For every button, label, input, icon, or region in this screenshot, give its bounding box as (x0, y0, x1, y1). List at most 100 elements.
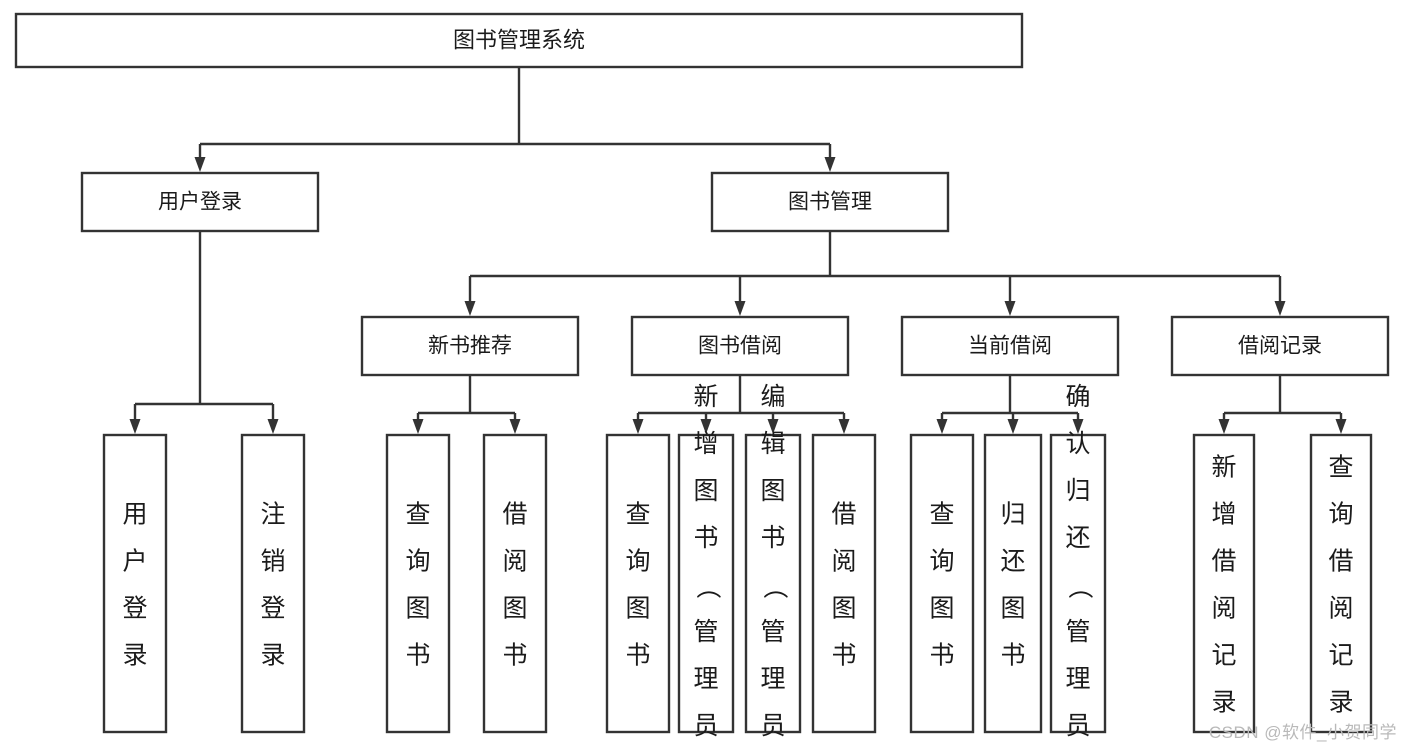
svg-text:书: 书 (625, 642, 650, 670)
leaf-user-login-box[interactable] (102, 433, 168, 734)
new-book-recommend-box[interactable] (360, 315, 580, 377)
svg-text:新: 新 (1211, 454, 1236, 482)
svg-text:确: 确 (1065, 383, 1090, 411)
leaf-query-book-2-box[interactable] (605, 433, 671, 734)
svg-text:员: 员 (760, 712, 785, 740)
node-book-borrow[interactable]: 图书借阅 (630, 315, 850, 377)
svg-text:登: 登 (122, 595, 147, 623)
leaf-confirm-return-box[interactable] (1049, 433, 1107, 734)
leaf-borrow-book-2-box[interactable] (811, 433, 877, 734)
node-current-borrow[interactable]: 当前借阅 (900, 315, 1120, 377)
leaf-edit-book-admin-box[interactable] (744, 433, 802, 734)
svg-text:归: 归 (1065, 477, 1090, 505)
svg-text:书: 书 (502, 642, 527, 670)
svg-text:图: 图 (929, 595, 954, 623)
node-book-manage[interactable]: 图书管理 (710, 171, 950, 233)
leaf-logout-login-box[interactable] (240, 433, 306, 734)
svg-text:借: 借 (1211, 548, 1236, 576)
svg-text:录: 录 (122, 642, 147, 670)
node-leaf-user-login[interactable]: 用户登录 (102, 433, 168, 734)
node-borrow-record[interactable]: 借阅记录 (1170, 315, 1390, 377)
leaf-query-book-3-box[interactable] (909, 433, 975, 734)
borrow-record-box[interactable] (1170, 315, 1390, 377)
svg-text:注: 注 (260, 501, 285, 529)
svg-text:询: 询 (405, 548, 430, 576)
svg-text:登: 登 (260, 595, 285, 623)
svg-text:查: 查 (625, 501, 650, 529)
svg-text:录: 录 (1211, 689, 1236, 717)
svg-text:理: 理 (1065, 665, 1090, 693)
user-login-label: 用户登录 (158, 191, 242, 214)
root-box[interactable] (14, 12, 1024, 69)
svg-text:管: 管 (760, 618, 785, 646)
book-borrow-box[interactable] (630, 315, 850, 377)
svg-text:阅: 阅 (502, 548, 527, 576)
svg-text:阅: 阅 (1211, 595, 1236, 623)
svg-text:图: 图 (693, 477, 718, 505)
level3-nodes: 新书推荐图书借阅 当前借阅 借阅记录 (360, 315, 1390, 377)
svg-text:阅: 阅 (831, 548, 856, 576)
svg-text:书: 书 (929, 642, 954, 670)
leaf-add-borrow-record-box[interactable] (1192, 433, 1256, 734)
svg-text:还: 还 (1065, 524, 1090, 552)
node-user-login[interactable]: 用户登录 (80, 171, 320, 233)
leaf-return-book-box[interactable] (983, 433, 1043, 734)
svg-text:管: 管 (693, 618, 718, 646)
svg-text:增: 增 (1211, 501, 1236, 529)
svg-text:查: 查 (1328, 454, 1353, 482)
svg-text:图: 图 (405, 595, 430, 623)
svg-text:书: 书 (760, 524, 785, 552)
svg-text:记: 记 (1328, 642, 1353, 670)
svg-text:销: 销 (260, 548, 285, 576)
node-new-book-recommend[interactable]: 新书推荐 (360, 315, 580, 377)
svg-text:理: 理 (693, 665, 718, 693)
book-manage-box[interactable] (710, 171, 950, 233)
leaf-query-book-1-box[interactable] (385, 433, 451, 734)
leaf-borrow-book-1-box[interactable] (482, 433, 548, 734)
leaf-query-borrow-record-box[interactable] (1309, 433, 1373, 734)
svg-text:（: （ (1065, 574, 1093, 599)
svg-text:录: 录 (260, 642, 285, 670)
user-login-box[interactable] (80, 171, 320, 233)
root-label: 图书管理系统 (453, 27, 585, 52)
svg-text:还: 还 (1000, 548, 1025, 576)
current-borrow-box[interactable] (900, 315, 1120, 377)
svg-text:图: 图 (831, 595, 856, 623)
svg-text:辑: 辑 (760, 430, 785, 458)
node-root[interactable]: 图书管理系统 (14, 12, 1024, 69)
svg-text:阅: 阅 (1328, 595, 1353, 623)
svg-text:查: 查 (929, 501, 954, 529)
current-borrow-label: 当前借阅 (968, 335, 1052, 358)
svg-text:书: 书 (405, 642, 430, 670)
book-manage-label: 图书管理 (788, 191, 872, 214)
svg-text:增: 增 (693, 430, 718, 458)
leaf-add-book-admin-box[interactable] (677, 433, 735, 734)
svg-text:书: 书 (1000, 642, 1025, 670)
leaf-user-login-label: 用户登录 (122, 501, 147, 670)
level2-nodes: 用户登录 图书管理 (80, 171, 950, 233)
svg-text:用: 用 (122, 501, 147, 529)
svg-text:户: 户 (122, 548, 147, 576)
